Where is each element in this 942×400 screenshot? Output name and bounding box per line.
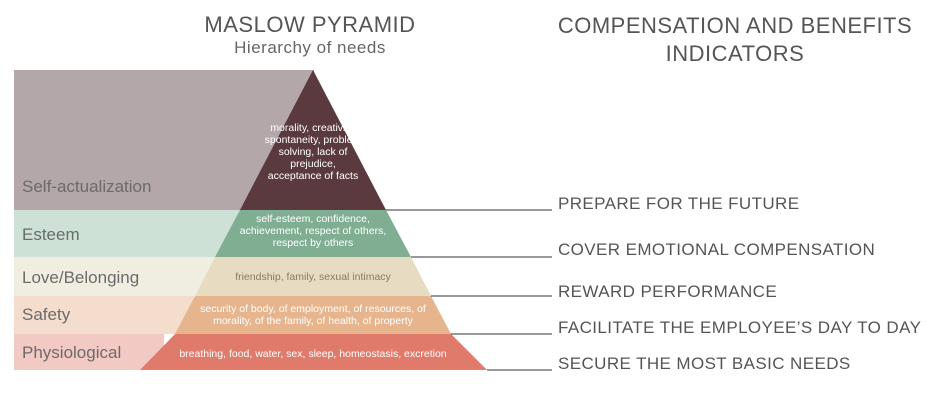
indicator-basic-needs: SECURE THE MOST BASIC NEEDS <box>558 354 851 373</box>
tier-love-belonging <box>195 257 431 296</box>
band-label-physiological: Physiological <box>22 343 122 362</box>
tier-description-self-actualization: morality, creativity, spontaneity, probl… <box>264 122 362 182</box>
tier-self-actualization <box>240 70 386 210</box>
band-label-safety: Safety <box>22 305 71 324</box>
tier-safety <box>175 296 451 334</box>
band-love-belonging <box>14 257 224 296</box>
band-safety <box>14 296 194 334</box>
tier-esteem <box>215 210 411 257</box>
band-physiological <box>14 334 164 370</box>
band-label-self-actualization: Self-actualization <box>22 177 152 196</box>
tier-description-safety: security of body, of employment, of reso… <box>200 303 426 327</box>
tier-description-physiological: breathing, food, water, sex, sleep, home… <box>179 348 447 360</box>
pyramid-subtitle: Hierarchy of needs <box>234 38 386 57</box>
band-label-esteem: Esteem <box>22 225 80 244</box>
pyramid-title: MASLOW PYRAMID <box>204 12 416 37</box>
indicator-emotional-compensation: COVER EMOTIONAL COMPENSATION <box>558 240 876 259</box>
indicator-day-to-day: FACILITATE THE EMPLOYEE’S DAY TO DAY <box>558 318 922 337</box>
indicator-reward-performance: REWARD PERFORMANCE <box>558 282 778 301</box>
band-label-love-belonging: Love/Belonging <box>22 268 140 287</box>
indicators-title: COMPENSATION AND BENEFITS INDICATORS <box>557 13 913 66</box>
tier-description-love-belonging: friendship, family, sexual intimacy <box>235 271 391 283</box>
tier-physiological <box>140 334 487 370</box>
tier-description-esteem: self-esteem, confidence, achievement, re… <box>239 213 387 249</box>
indicator-prepare-future: PREPARE FOR THE FUTURE <box>558 194 800 213</box>
